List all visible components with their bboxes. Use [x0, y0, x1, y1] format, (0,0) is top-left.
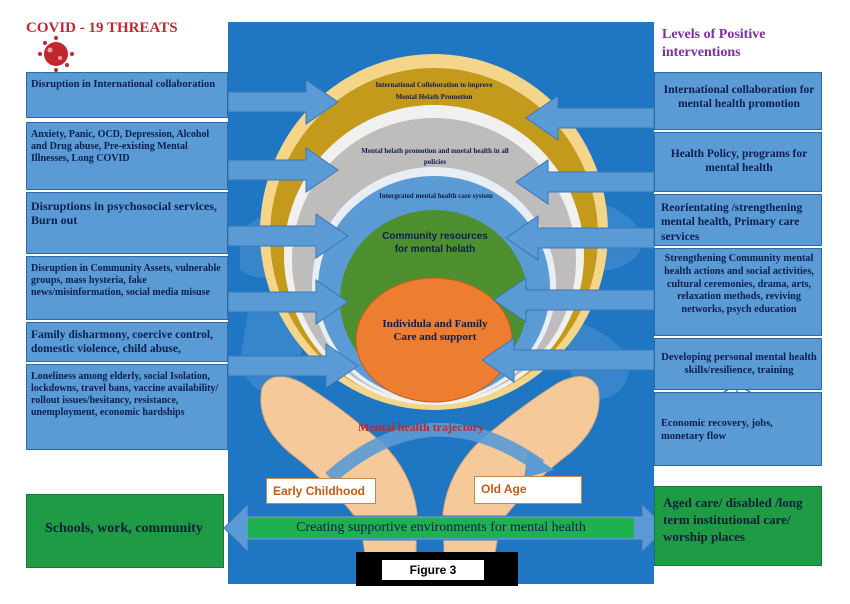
intervention-arrows — [481, 95, 655, 383]
ring-label-international: International Colloboration to improve M… — [375, 81, 493, 101]
old-age-label: Old Age — [474, 476, 582, 504]
intervention-text: Developing personal mental health skills… — [661, 352, 817, 377]
trajectory-arrowhead — [524, 452, 554, 478]
intervention-text: Reorientating /strengthening mental heal… — [661, 202, 803, 243]
interventions-title: Levels of Positive interventions — [662, 27, 766, 61]
threat-box-community: Disruption in Community Assets, vulnerab… — [26, 256, 228, 320]
trajectory-arc — [325, 422, 545, 484]
intervention-text: Health Policy, programs for mental healt… — [670, 148, 808, 175]
supportive-environments-banner: Creating supportive environments for men… — [248, 518, 634, 538]
threat-box-international: Disruption in International collaboratio… — [26, 72, 228, 118]
intervention-box-community: Strengthening Community mental health ac… — [654, 248, 822, 336]
threat-arrows — [227, 79, 359, 389]
trajectory-label: Mental health trajectory — [358, 420, 484, 434]
intervention-box-policy: Health Policy, programs for mental healt… — [654, 132, 822, 192]
settings-box-schools-work: Schools, work, community — [26, 494, 224, 568]
threat-text: Loneliness among elderly, social Isolati… — [31, 371, 219, 418]
threats-title: COVID - 19 THREATS — [26, 20, 178, 36]
threat-text: Disruption in International collaboratio… — [31, 79, 216, 90]
threat-box-loneliness: Loneliness among elderly, social Isolati… — [26, 364, 228, 450]
intervention-text: International collaboration for mental h… — [663, 84, 815, 111]
intervention-box-personal-skills: Developing personal mental health skills… — [654, 338, 822, 390]
early-childhood-label: Early Childhood — [266, 478, 376, 504]
intervention-text: Strengthening Community mental health ac… — [664, 253, 814, 315]
threat-text: Family disharmony, coercive control, dom… — [31, 329, 213, 355]
ring-label-family-care: Individula and Family Care and support — [382, 318, 488, 344]
intervention-box-international: International collaboration for mental h… — [654, 72, 822, 130]
threat-box-psychosocial: Disruptions in psychosocial services, Bu… — [26, 192, 228, 254]
intervention-box-primary-care: Reorientating /strengthening mental heal… — [654, 194, 822, 246]
intervention-box-economic: Economic recovery, jobs, monetary flow — [654, 392, 822, 466]
ring-label-community: Community resources for mental helath — [382, 231, 488, 255]
threat-text: Disruption in Community Assets, vulnerab… — [31, 263, 221, 298]
intervention-text: Economic recovery, jobs, monetary flow — [661, 418, 773, 443]
settings-box-aged-care: Aged care/ disabled /long term instituti… — [654, 486, 822, 566]
threat-box-family: Family disharmony, coercive control, dom… — [26, 322, 228, 362]
threat-text: Anxiety, Panic, OCD, Depression, Alcohol… — [31, 129, 210, 164]
virus-icon — [38, 36, 74, 72]
intervention-rings — [260, 54, 608, 410]
threat-box-mental-illness: Anxiety, Panic, OCD, Depression, Alcohol… — [26, 122, 228, 190]
ring-label-policies: Mental helath promotion and mnetal healt… — [361, 147, 509, 167]
figure-caption: Figure 3 — [382, 560, 484, 580]
ring-label-integrated-care: Intergrated mental health care system — [379, 192, 493, 200]
threat-text: Disruptions in psychosocial services, Bu… — [31, 199, 218, 228]
